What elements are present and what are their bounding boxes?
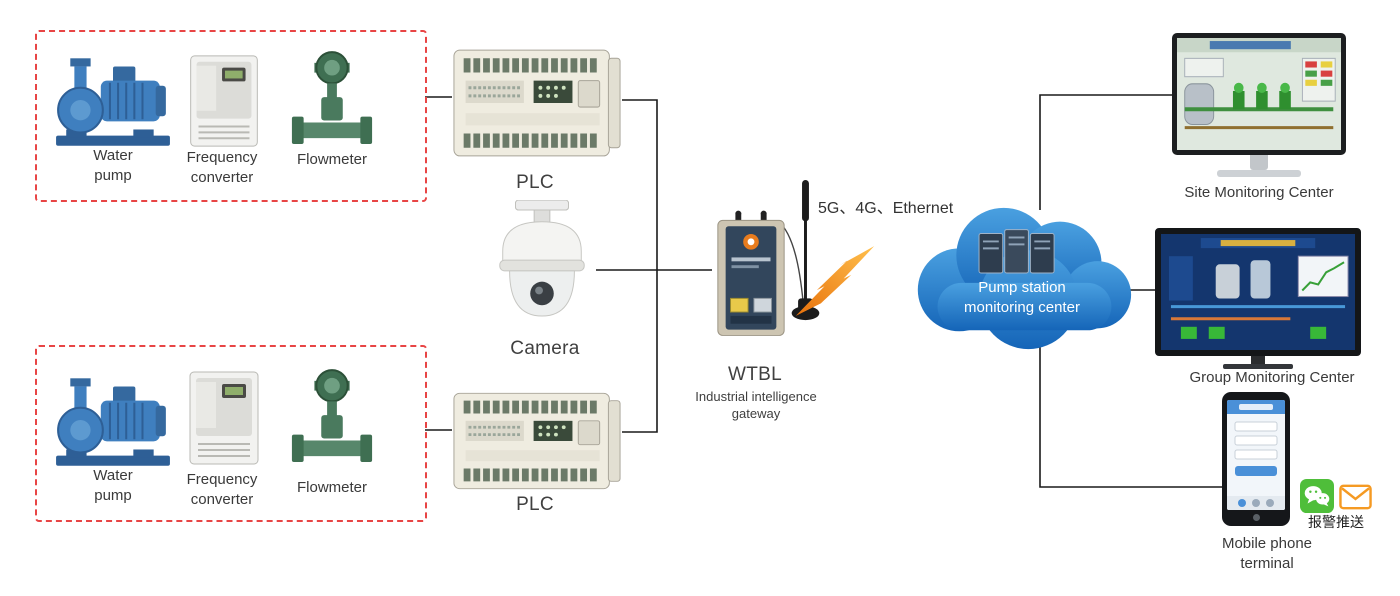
cloud-label: Pump station monitoring center xyxy=(964,279,1080,317)
gateway-icon xyxy=(712,210,790,338)
flowmeter-icon xyxy=(288,364,376,472)
water-pump-label: Water pump xyxy=(93,147,133,184)
frequency-converter-icon xyxy=(183,52,265,150)
water-pump-label: Water pump xyxy=(93,467,133,504)
monitor-stand xyxy=(1250,155,1268,170)
frequency-converter-icon xyxy=(183,368,265,468)
site-monitor xyxy=(1172,33,1346,177)
water-pump-icon xyxy=(52,372,174,469)
site-monitor-screen xyxy=(1172,33,1346,155)
group-monitoring-label: Group Monitoring Center xyxy=(1189,369,1355,386)
lightning-icon xyxy=(792,246,878,318)
water-pump-icon xyxy=(52,52,174,149)
antenna-icon xyxy=(790,178,820,326)
mail-icon xyxy=(1339,484,1372,510)
gateway-name-label: WTBL xyxy=(728,364,782,385)
mobile-phone-label: Mobile phone terminal xyxy=(1221,535,1313,572)
monitor-stand xyxy=(1251,356,1265,364)
connectivity-label: 5G、4G、Ethernet xyxy=(818,200,954,217)
wechat-icon xyxy=(1300,479,1334,513)
flowmeter-label: Flowmeter xyxy=(296,479,367,496)
phone-home-button xyxy=(1252,514,1260,521)
camera-label: Camera xyxy=(510,338,580,359)
site-monitoring-label: Site Monitoring Center xyxy=(1184,184,1334,201)
group-monitor xyxy=(1155,228,1361,369)
monitor-base xyxy=(1223,364,1293,369)
group-monitor-screen xyxy=(1155,228,1361,356)
flowmeter-label: Flowmeter xyxy=(296,151,367,168)
mobile-phone-icon xyxy=(1222,392,1290,526)
server-icons xyxy=(978,229,1055,274)
plc-label: PLC xyxy=(516,494,554,515)
flowmeter-icon xyxy=(288,46,376,154)
gateway-description-label: Industrial intelligence gateway xyxy=(695,389,817,422)
plc-label: PLC xyxy=(516,172,554,193)
field-group-box-2 xyxy=(35,345,427,522)
cloud-icon xyxy=(898,196,1144,354)
plc-icon xyxy=(452,42,622,164)
field-group-box-1 xyxy=(35,30,427,202)
camera-icon xyxy=(488,200,596,328)
alarm-push-label: 报警推送 xyxy=(1308,514,1364,530)
frequency-converter-label: Frequency converter xyxy=(186,149,258,186)
monitor-base xyxy=(1217,170,1301,177)
plc-icon xyxy=(452,386,622,496)
frequency-converter-label: Frequency converter xyxy=(186,471,258,508)
